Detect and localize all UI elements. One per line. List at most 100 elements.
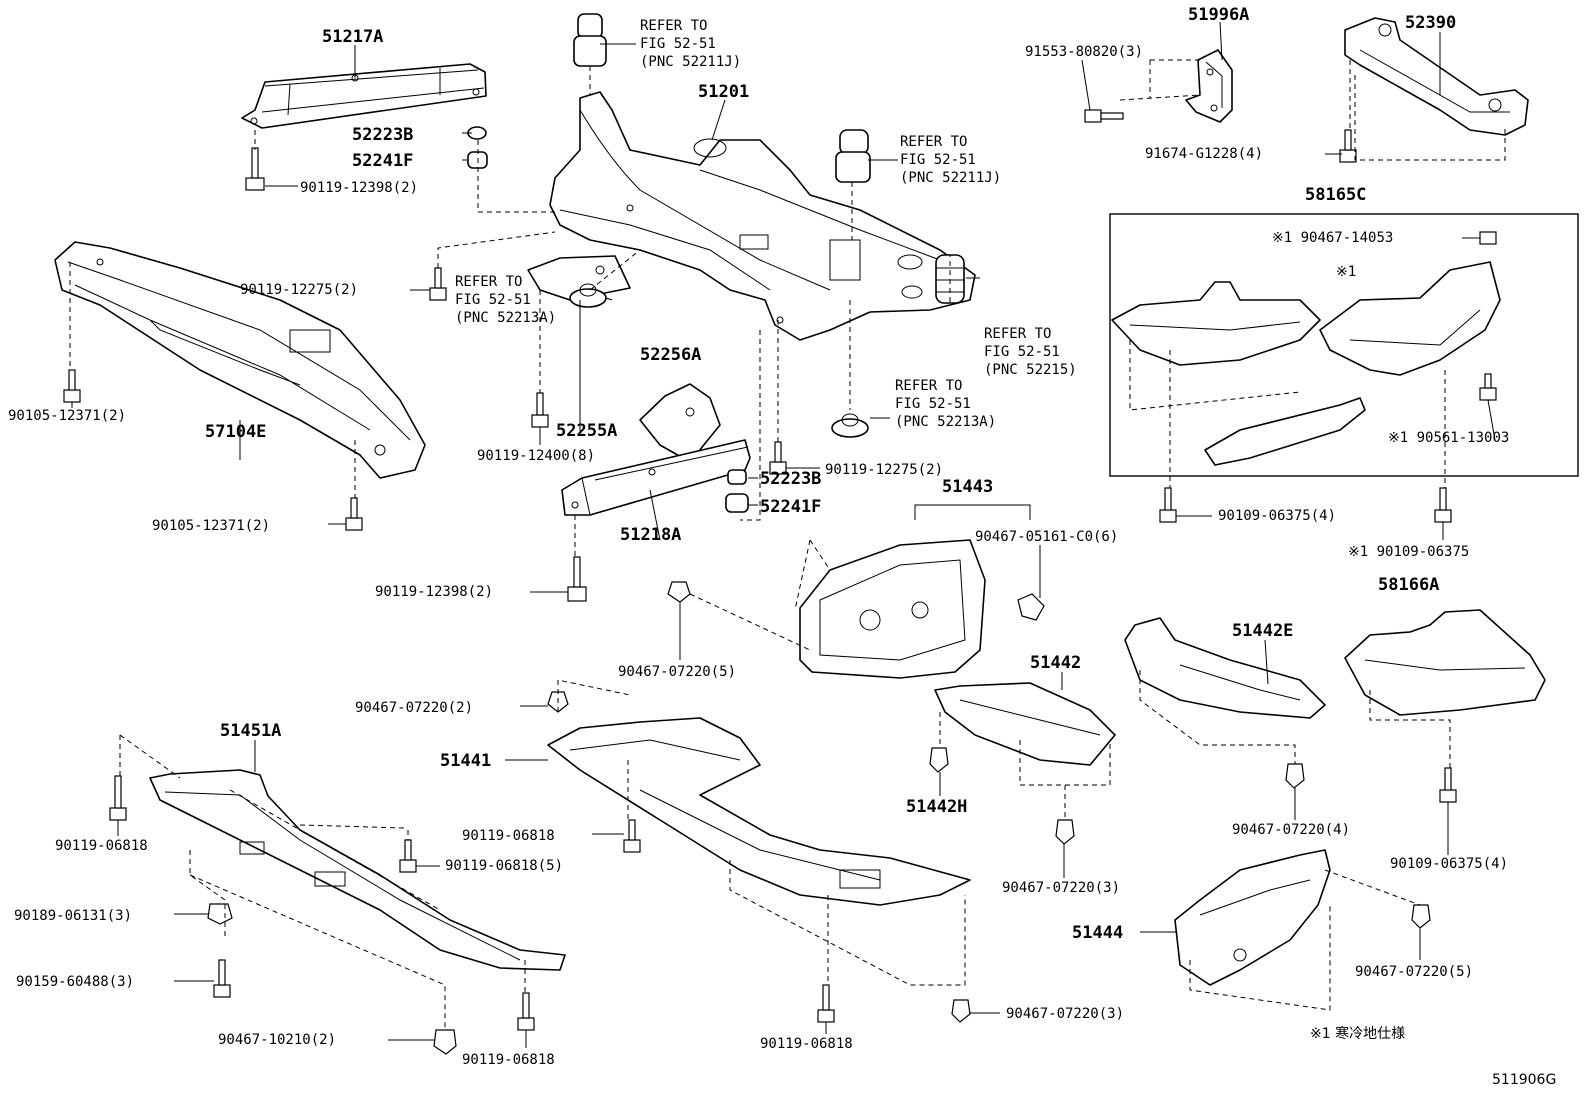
bolt-icon xyxy=(567,556,587,602)
label-51442h: 51442H xyxy=(906,797,967,817)
label-90119-06818c: 90119-06818(5) xyxy=(445,858,563,874)
clip-icon xyxy=(1017,593,1045,621)
label-90105a: 90105-12371(2) xyxy=(8,408,126,424)
label-51451a: 51451A xyxy=(220,721,281,741)
part-58165c-shield-right xyxy=(1319,261,1501,376)
part-51443-panel xyxy=(799,539,986,679)
label-refer3b: FIG 52-51 xyxy=(455,292,531,308)
clip-icon xyxy=(433,1029,457,1055)
bolt-icon xyxy=(1479,373,1497,401)
label-90467-07220f: 90467-07220(3) xyxy=(1006,1006,1124,1022)
label-refer1a: REFER TO xyxy=(640,18,707,34)
label-refer5c: (PNC 52213A) xyxy=(895,414,996,430)
label-90119-12400: 90119-12400(8) xyxy=(477,448,595,464)
part-58165c-shield-left xyxy=(1111,281,1321,366)
clip-icon xyxy=(951,999,971,1023)
label-91553: 91553-80820(3) xyxy=(1025,44,1143,60)
bolt-icon xyxy=(531,392,549,428)
label-90109-06375a: 90109-06375(4) xyxy=(1218,508,1336,524)
label-90119-12398b: 90119-12398(2) xyxy=(375,584,493,600)
label-refer4c: (PNC 52215) xyxy=(984,362,1077,378)
part-51218a-bracket xyxy=(561,439,751,516)
alignment-lines xyxy=(69,59,1506,1030)
label-51201: 51201 xyxy=(698,82,749,102)
bolt-icon xyxy=(1479,231,1497,245)
label-90467-07220d: 90467-07220(3) xyxy=(1002,880,1120,896)
part-cushion-52213a-right xyxy=(831,413,869,438)
clip-icon xyxy=(1285,763,1305,789)
label-51442: 51442 xyxy=(1030,653,1081,673)
label-refer3c: (PNC 52213A) xyxy=(455,310,556,326)
label-90109-06375c: 90109-06375(4) xyxy=(1390,856,1508,872)
bolt-icon xyxy=(345,497,363,531)
bolt-icon xyxy=(623,819,641,853)
label-51217a: 51217A xyxy=(322,27,383,47)
label-note1: ※1 寒冷地仕様 xyxy=(1310,1025,1405,1042)
label-90159: 90159-60488(3) xyxy=(16,974,134,990)
bolt-icon xyxy=(213,959,231,998)
bolt-icon xyxy=(1339,129,1357,163)
label-52223b-top: 52223B xyxy=(352,125,413,145)
part-51996a-bracket xyxy=(1185,49,1233,123)
clip-icon xyxy=(207,903,233,925)
label-90561: ※1 90561-13003 xyxy=(1388,430,1509,446)
part-58166a-shield xyxy=(1344,609,1546,716)
label-90119-12275b: 90119-12275(2) xyxy=(825,462,943,478)
label-refer4a: REFER TO xyxy=(984,326,1051,342)
label-refer2c: (PNC 52211J) xyxy=(900,170,1001,186)
label-52256a: 52256A xyxy=(640,345,701,365)
label-58165c: 58165C xyxy=(1305,185,1366,205)
label-refer1b: FIG 52-51 xyxy=(640,36,716,52)
bolt-icon xyxy=(1434,487,1452,523)
label-90119-06818b: 90119-06818 xyxy=(55,838,148,854)
clip-icon xyxy=(929,747,949,773)
bolt-icon xyxy=(817,984,835,1023)
label-90119-06818d: 90119-06818 xyxy=(760,1036,853,1052)
label-refer4b: FIG 52-51 xyxy=(984,344,1060,360)
label-90109-06375b: ※1 90109-06375 xyxy=(1348,544,1469,560)
label-51444: 51444 xyxy=(1072,923,1123,943)
label-52241f-mid: 52241F xyxy=(760,497,821,517)
label-52255a: 52255A xyxy=(556,421,617,441)
part-stopper-52211j-right xyxy=(835,129,871,183)
label-90105b: 90105-12371(2) xyxy=(152,518,270,534)
label-57104e: 57104E xyxy=(205,422,266,442)
label-51441: 51441 xyxy=(440,751,491,771)
bolt-icon xyxy=(517,992,535,1031)
bolt-icon xyxy=(1439,767,1457,803)
label-90119-12398a: 90119-12398(2) xyxy=(300,180,418,196)
label-90467-05161: 90467-05161-C0(6) xyxy=(975,529,1118,545)
label-52390: 52390 xyxy=(1405,13,1456,33)
part-58165c-strip xyxy=(1204,397,1366,466)
label-51442e: 51442E xyxy=(1232,621,1293,641)
label-90119-06818e: 90119-06818 xyxy=(462,1052,555,1068)
part-52256a-plate xyxy=(639,383,721,463)
part-cushion-52213a-left xyxy=(569,283,607,308)
label-refer5a: REFER TO xyxy=(895,378,962,394)
part-51441-undercover xyxy=(547,717,971,906)
labels: 51217A REFER TO FIG 52-51 (PNC 52211J) 5… xyxy=(8,5,1556,1088)
part-52390-brace xyxy=(1344,17,1529,136)
part-51442e-cover xyxy=(1124,617,1326,719)
label-58166a: 58166A xyxy=(1378,575,1439,595)
label-refer2a: REFER TO xyxy=(900,134,967,150)
label-91674: 91674-G1228(4) xyxy=(1145,146,1263,162)
label-mark1: ※1 xyxy=(1336,264,1356,280)
part-51442-cover xyxy=(934,682,1116,766)
bolt-icon xyxy=(63,369,81,403)
label-90467-07220e: 90467-07220(5) xyxy=(1355,964,1473,980)
label-52241f-top: 52241F xyxy=(352,151,413,171)
bolt-icon xyxy=(399,839,417,873)
label-90467-14053: ※1 90467-14053 xyxy=(1272,230,1393,246)
label-90467-07220c: 90467-07220(4) xyxy=(1232,822,1350,838)
clip-icon xyxy=(1411,904,1431,929)
part-51217a-bracket xyxy=(241,63,487,129)
label-90119-06818a: 90119-06818 xyxy=(462,828,555,844)
bolt-icon xyxy=(245,147,265,191)
bolt-icon xyxy=(1159,487,1177,523)
bolt-icon xyxy=(1084,109,1124,123)
label-51218a: 51218A xyxy=(620,525,681,545)
bolt-icon xyxy=(429,267,447,301)
label-90189: 90189-06131(3) xyxy=(14,908,132,924)
label-90467-10210: 90467-10210(2) xyxy=(218,1032,336,1048)
